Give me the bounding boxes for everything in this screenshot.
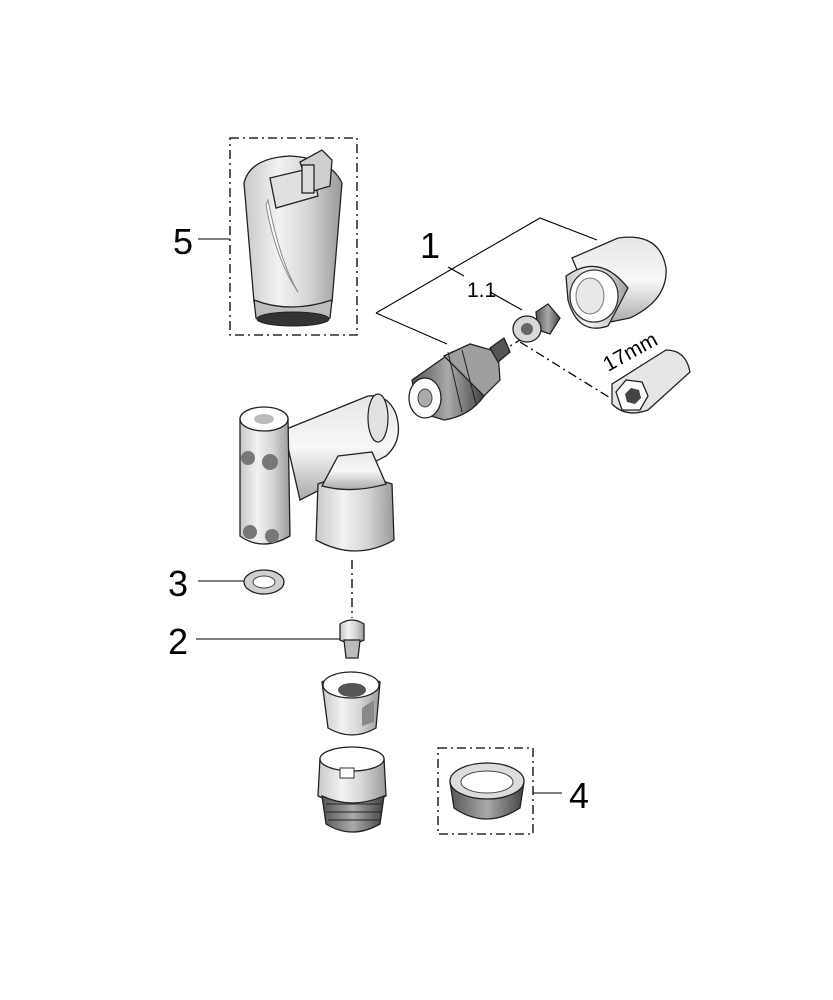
- item-3-label: 3: [168, 563, 188, 604]
- hex-wrench-part: [611, 349, 691, 414]
- wrench-axis-line: [519, 341, 613, 400]
- cartridge-part: [408, 337, 511, 421]
- nut-callout-box: [437, 747, 534, 835]
- valve-body-part: [239, 393, 400, 552]
- threaded-connector-part: [317, 746, 387, 833]
- item-1-label: 1: [420, 225, 440, 266]
- plug-part: [339, 619, 365, 659]
- item-2-label: 2: [168, 621, 188, 662]
- socket-cap-part: [565, 236, 667, 329]
- handle-part: [243, 149, 343, 327]
- item-1-1-label: 1.1: [467, 279, 496, 302]
- check-valve-insert-part: [321, 671, 381, 736]
- handle-callout-box: [229, 137, 358, 336]
- item-1-bracket: [375, 217, 598, 345]
- adapter-part: [512, 303, 561, 343]
- nut-part: [449, 762, 525, 820]
- item-5-label: 5: [173, 221, 193, 262]
- item-4-label: 4: [569, 775, 589, 816]
- washer-part: [243, 569, 285, 595]
